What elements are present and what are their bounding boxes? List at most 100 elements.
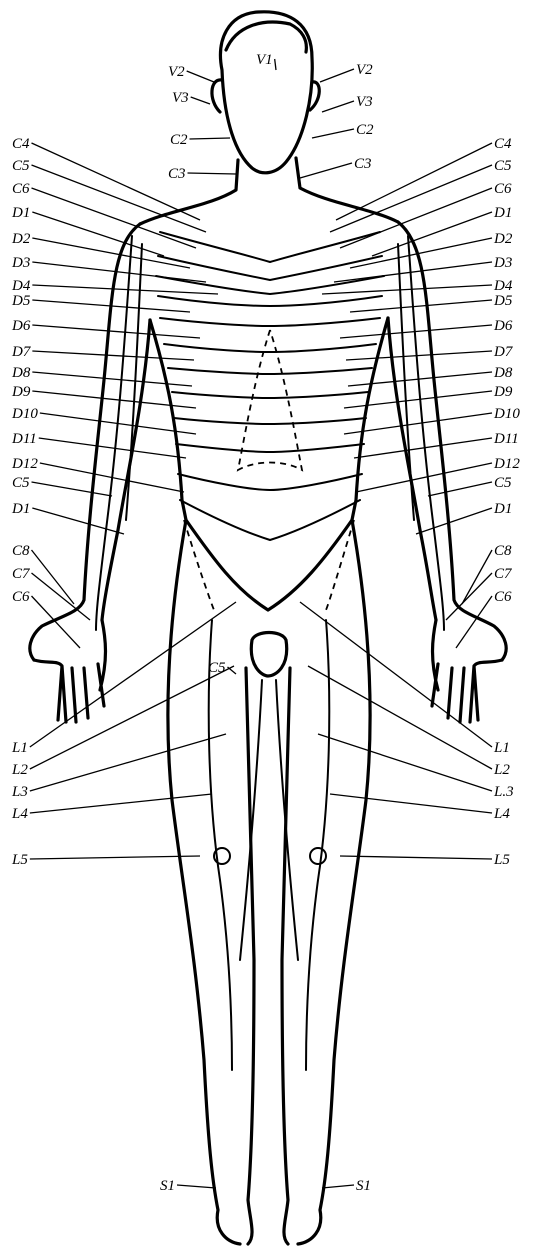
neck-right (296, 158, 398, 222)
left-arm-inner (102, 320, 150, 620)
leader-line (322, 285, 492, 294)
right-arm-inner (388, 318, 436, 620)
leader-line (187, 71, 214, 82)
label-right-v2: V2 (356, 62, 373, 78)
leader-line (32, 372, 192, 386)
torso-band (164, 344, 376, 352)
label-right-v3: V3 (356, 94, 373, 110)
leader-line (188, 173, 236, 174)
label-left-d12: D12 (11, 456, 38, 472)
label-right-c2: C2 (356, 122, 374, 138)
label-left-d11: D11 (11, 431, 37, 447)
label-left-l3: L3 (11, 784, 28, 800)
label-left-d9: D9 (11, 384, 31, 400)
label-right-d2: D2 (493, 231, 513, 247)
leader-line (318, 734, 492, 791)
label-right-d4: D4 (493, 278, 513, 294)
leader-line (348, 372, 492, 386)
torso-band (168, 368, 372, 374)
label-right-d6: D6 (493, 318, 513, 334)
label-right-c6: C6 (494, 181, 512, 197)
leader-line (30, 734, 226, 791)
label-right-d3: D3 (493, 255, 512, 271)
label-right-c3: C3 (354, 156, 372, 172)
torso-band (160, 318, 380, 326)
left-ear (212, 80, 222, 112)
label-right-l5: L5 (493, 852, 510, 868)
label-left-l2: L2 (11, 762, 28, 778)
torso-band (158, 296, 382, 306)
torso-band (180, 500, 360, 540)
label-right-d11: D11 (493, 431, 519, 447)
label-left-d6: D6 (11, 318, 31, 334)
leader-line (32, 262, 206, 282)
leader-line (322, 1185, 354, 1188)
leader-line (32, 482, 112, 496)
groin-line (186, 520, 352, 610)
left-hand (34, 620, 106, 722)
left-leg-outer (168, 520, 240, 1244)
label-left-d4: D4 (11, 278, 31, 294)
leader-line (177, 1185, 216, 1188)
label-left-d1: D1 (11, 205, 30, 221)
label-left-c8: C8 (12, 543, 30, 559)
label-left-c5: C5 (12, 475, 30, 491)
label-left-c6: C6 (12, 589, 30, 605)
label-right-d8: D8 (493, 365, 513, 381)
label-right-c7: C7 (494, 566, 513, 582)
label-left-d10: D10 (11, 406, 38, 422)
label-left-l4: L4 (11, 806, 28, 822)
label-right-d1: D1 (493, 501, 512, 517)
leader-line (340, 856, 492, 859)
leader-line (32, 351, 194, 360)
leader-line (32, 596, 80, 648)
hair-outline (226, 22, 306, 52)
leader-line (334, 262, 492, 282)
label-left-c2: C2 (170, 132, 188, 148)
label-left-d5: D5 (11, 293, 31, 309)
label-left-d7: D7 (11, 344, 32, 360)
label-right-l1: L1 (493, 740, 510, 756)
leader-line (330, 165, 492, 232)
label-left-d3: D3 (11, 255, 30, 271)
leader-line (320, 69, 354, 82)
label-left-d2: D2 (11, 231, 31, 247)
leader-lines (30, 59, 492, 1188)
label-left-c5: C5 (208, 660, 226, 676)
torso-band (172, 392, 368, 398)
label-right-d9: D9 (493, 384, 513, 400)
right-leg-inner (282, 668, 290, 1244)
label-left-l5: L5 (11, 852, 28, 868)
leader-line (336, 143, 492, 220)
label-right-d5: D5 (493, 293, 513, 309)
label-left-c6: C6 (12, 181, 30, 197)
leader-line (32, 285, 218, 294)
leader-line (39, 438, 186, 458)
label-left-s1: S1 (160, 1178, 175, 1194)
left-axial-dashed (184, 520, 214, 610)
label-right-c6: C6 (494, 589, 512, 605)
leader-line (32, 573, 90, 620)
leader-line (191, 97, 210, 104)
label-right-l2: L2 (493, 762, 510, 778)
torso-band (156, 276, 384, 294)
leader-line (344, 391, 492, 408)
label-right-l3: L.3 (493, 784, 514, 800)
leader-line (346, 351, 492, 360)
right-knee (310, 848, 326, 864)
right-leg-outer (298, 520, 370, 1244)
label-left-v1: V1 (256, 52, 273, 68)
label-right-d7: D7 (493, 344, 514, 360)
leader-line (32, 550, 74, 604)
torso-band (174, 418, 366, 424)
leader-line (32, 212, 164, 256)
label-right-c4: C4 (494, 136, 512, 152)
label-right-c5: C5 (494, 158, 512, 174)
leader-line (350, 300, 492, 312)
leader-line (32, 238, 190, 268)
left-leg-inner (246, 668, 254, 1244)
label-right-d10: D10 (493, 406, 520, 422)
label-left-c4: C4 (12, 136, 30, 152)
label-left-c7: C7 (12, 566, 31, 582)
